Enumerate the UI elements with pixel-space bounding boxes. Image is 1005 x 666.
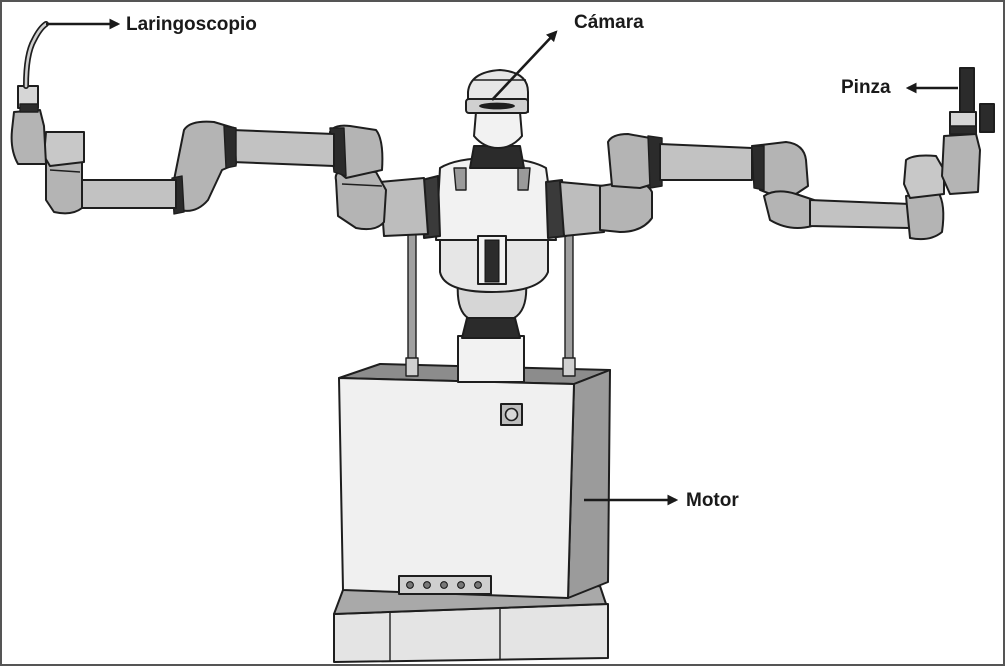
right-hand <box>941 133 981 195</box>
label-motor: Motor <box>686 490 739 511</box>
right-shoulder-joint <box>599 180 653 233</box>
left-shoulder-joint <box>334 169 387 231</box>
right-forearm-link <box>809 199 911 229</box>
label-gripper: Pinza <box>841 77 891 98</box>
left-forearm-link <box>77 179 177 209</box>
head-face <box>473 111 523 149</box>
left-arm <box>10 21 441 239</box>
neck <box>469 145 525 169</box>
right-arm <box>545 67 995 241</box>
label-camera: Cámara <box>574 12 644 33</box>
label-laryngoscope: Laringoscopio <box>126 14 257 35</box>
cabinet-front <box>338 377 575 599</box>
right-shoulder <box>559 181 605 237</box>
gripper-icon <box>949 67 995 135</box>
motor-cabinet <box>333 363 611 663</box>
camera-arrow <box>491 30 558 101</box>
annotation-arrows <box>46 18 958 506</box>
left-shoulder <box>379 177 429 237</box>
waist-pedestal <box>457 335 525 383</box>
laryngoscope-icon <box>17 21 49 113</box>
left-hand <box>10 109 47 165</box>
robot-torso <box>435 145 557 383</box>
right-wrist-joint-2 <box>905 191 945 241</box>
support-rods <box>405 221 576 377</box>
left-wrist-joint-1 <box>173 120 237 212</box>
left-upper-link <box>231 129 335 167</box>
right-upper-link <box>659 143 753 181</box>
robot-head <box>465 69 529 149</box>
